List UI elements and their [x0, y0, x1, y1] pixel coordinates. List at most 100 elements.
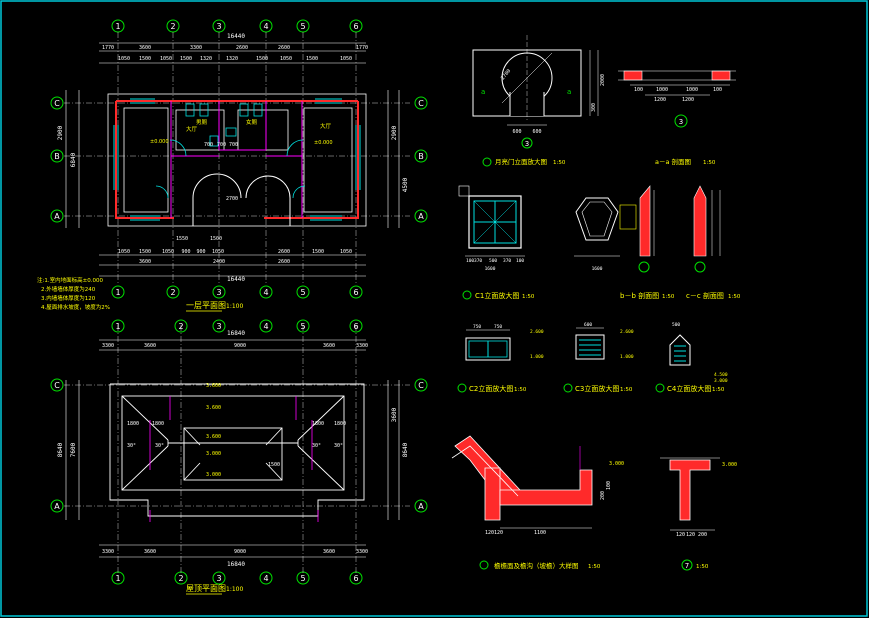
c4-scale: 1:50 [712, 387, 725, 393]
detail-7: 120 120 200 3.000 7 1:50 [660, 457, 737, 571]
d7-dim-3: 200 [698, 532, 707, 538]
c2-dim-1: 750 [473, 324, 481, 330]
room-label-3: 女厕 [246, 118, 258, 126]
roof-grid-right-C: C [418, 381, 424, 390]
ff-top-dim1-6: 1770 [356, 45, 368, 51]
dimension-lines [65, 42, 400, 277]
first-floor-title: 一层平面图 [186, 301, 226, 310]
roof-plan-scale: 1:100 [226, 586, 243, 593]
roof-grid-left-A: A [54, 502, 60, 511]
ff-grid-bottom-2-circle [166, 285, 180, 299]
roof-top-dim-4: 3600 [323, 343, 335, 349]
c1-title: C1立面放大图 [475, 291, 519, 300]
eave-detail: 1100 120 120 3.000 200 100 檐檐面及檐沟（坡檐）大样图… [451, 435, 624, 570]
ff-grid-right-C: C [418, 99, 424, 108]
roof-inner-dim-4: 1800 [334, 421, 346, 427]
ff-grid-bottom-3: 3 [216, 288, 221, 297]
ff-top-dim2-10: 1050 [340, 56, 352, 62]
c3-dim-2: 2.600 [620, 329, 634, 335]
grid-bubbles-right: CBA [414, 96, 428, 223]
c4-elevation: 500 4.500 3.000 C4立面放大图 1:50 [655, 322, 728, 393]
roof-inner-dim-2: 1800 [152, 421, 164, 427]
roof-grid-bottom-4: 4 [263, 574, 268, 583]
moon-gate-label-a-right: a [567, 88, 571, 96]
moon-dim-2: 600 [532, 129, 541, 135]
ff-grid-top-5: 5 [300, 22, 305, 31]
ff-bottom-dim2-2: 2400 [213, 259, 225, 265]
ff-top-dim2-7: 1500 [256, 56, 268, 62]
ff-grid-top-6: 6 [353, 22, 358, 31]
moon-dim-5: 2000 [600, 74, 606, 86]
roof-plan-title: 屋顶平面图 [186, 584, 226, 593]
ff-grid-top-2: 2 [170, 22, 175, 31]
details-area: a a 600 600 2700 300 2000 3 月亮门立面放大图 1:5… [451, 35, 741, 571]
ff-top-dim2-3: 1050 [160, 56, 172, 62]
room-label-1: 大厅 [186, 125, 198, 133]
c4-dim-3: 3.000 [714, 378, 728, 384]
ff-bottom-dim1-4: 900 [181, 249, 190, 255]
roof-inner-dim-3: 1800 [312, 421, 324, 427]
ff-bottom-dim2-1: 3600 [139, 259, 151, 265]
ff-grid-left-C: C [54, 99, 60, 108]
roof-axis-lines [64, 325, 410, 575]
c2-dim-2: 750 [494, 324, 502, 330]
c1-elevation: 100 370 500 370 100 1600 1600 C1立面放大图 1:… [458, 185, 620, 300]
section-aa-title: a－a 剖面图 [655, 157, 691, 166]
cc-title: c－c 剖面图 [686, 291, 724, 300]
moon-dim-1: 600 [512, 129, 521, 135]
right-dimension-1: 2900 [391, 125, 398, 140]
c1-dim-6: 1600 [485, 266, 496, 272]
roof-bottom-dim-1: 3300 [102, 549, 114, 555]
c1-scale: 1:50 [522, 294, 535, 300]
roof-slope-2: 30° [155, 443, 164, 449]
room-label-4: 大厅 [320, 122, 332, 130]
ff-grid-bottom-4: 4 [263, 288, 268, 297]
ff-bottom-dim1-1: 1050 [118, 249, 130, 255]
overall-dimension-top: 16440 [227, 33, 245, 40]
hex-dim: 1600 [592, 266, 603, 272]
ff-grid-top-4: 4 [263, 22, 268, 31]
moon-gate-openings [192, 173, 291, 226]
interior-partitions [170, 101, 303, 218]
roof-grid-top-4-circle [259, 319, 273, 333]
roof-top-dim-1: 3300 [102, 343, 114, 349]
roof-grid-top-1-circle [111, 319, 125, 333]
roof-grid-bubbles-right: CA [414, 378, 428, 513]
ff-top-dim2-4: 1500 [180, 56, 192, 62]
ff-bottom-dim1-3: 1050 [162, 249, 174, 255]
ff-grid-bottom-6-circle [349, 285, 363, 299]
grid-bubbles-top: 1 2 3 4 5 6 [111, 19, 363, 33]
ff-bottom-dim1-9: 1050 [340, 249, 352, 255]
d7-scale: 1:50 [696, 564, 709, 570]
roof-elev-2: 3.600 [206, 405, 221, 411]
c4-title: C4立面放大图 [667, 384, 711, 393]
c3-dim-3: 1.000 [620, 354, 634, 360]
c1-dim-4: 370 [503, 258, 511, 264]
bb-scale: 1:50 [662, 294, 675, 300]
eave-scale: 1:50 [588, 564, 601, 570]
ff-grid-left-C-circle [50, 96, 64, 110]
ff-top-dim1-3: 3300 [190, 45, 202, 51]
toilet-fixtures [185, 103, 263, 147]
roof-grid-left-A-circle [50, 499, 64, 513]
ff-top-dim2-1: 1050 [118, 56, 130, 62]
left-dimension-2: 6840 [70, 152, 77, 167]
c1-dim-5: 100 [516, 258, 524, 264]
moon-gate-bubble: 3 [525, 140, 529, 148]
roof-bottom-dim-2: 3600 [144, 549, 156, 555]
roof-grid-right-A: A [418, 502, 424, 511]
roof-slope-3: 30° [312, 443, 321, 449]
ff-grid-top-1: 1 [115, 22, 120, 31]
small-dim-6: 1500 [210, 236, 222, 242]
ff-bottom-dim1-6: 1050 [212, 249, 224, 255]
ff-grid-top-3: 3 [216, 22, 221, 31]
note-1: 注:1.室内地面标高±0.000 [37, 276, 103, 284]
c2-dim-4: 1.000 [530, 354, 544, 360]
d7-bubble: 7 [685, 562, 689, 570]
c1-dim-2: 370 [474, 258, 482, 264]
d7-dim-2: 120 [686, 532, 695, 538]
ff-grid-left-B: B [54, 152, 60, 161]
